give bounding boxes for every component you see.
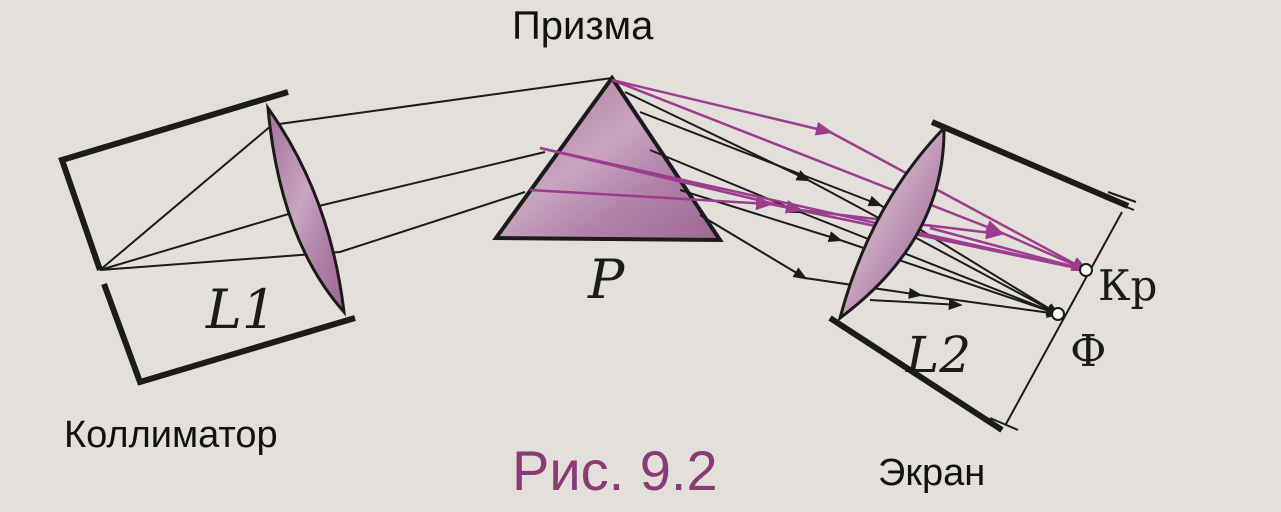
- lens-l1: [266, 102, 347, 317]
- label-l2: L2: [905, 326, 971, 384]
- telescope-tube: [828, 119, 1130, 433]
- caption-prism: Призма: [512, 4, 654, 48]
- caption-collimator: Коллиматор: [64, 414, 278, 456]
- red-focus-point: [1079, 263, 1093, 277]
- figure-caption: Рис. 9.2: [512, 439, 718, 502]
- dispersed-rays-violet: [529, 78, 1090, 272]
- prism: [492, 74, 724, 243]
- collimator-tube: [58, 89, 356, 386]
- collimator-rays: [99, 77, 613, 271]
- label-l1: L1: [205, 278, 276, 341]
- focal-plane: [989, 191, 1137, 431]
- label-red: Кр: [1098, 261, 1157, 310]
- violet-focus-point: [1051, 307, 1065, 321]
- label-violet: Ф: [1070, 326, 1107, 377]
- lens-l2: [837, 124, 946, 322]
- caption-screen: Экран: [878, 452, 986, 494]
- label-p: P: [587, 248, 626, 311]
